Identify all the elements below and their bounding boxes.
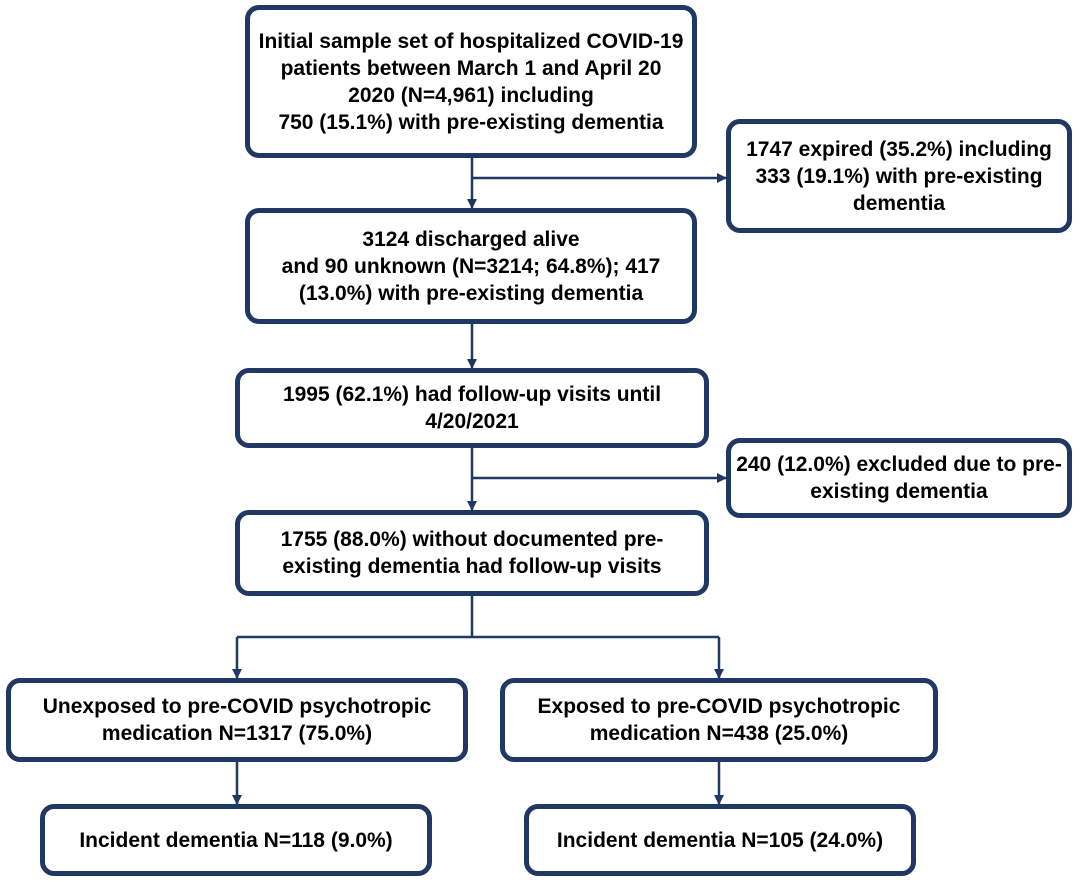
unexposed-box: Unexposed to pre-COVID psychotropic medi…: [6, 678, 468, 762]
discharged-line-2: and 90 unknown (N=3214; 64.8%); 417: [281, 254, 661, 278]
incident-exposed-line-1: Incident dementia N=105 (24.0%): [556, 828, 884, 852]
incident-unexposed-line-1: Incident dementia N=118 (9.0%): [79, 828, 393, 852]
followup-box: 1995 (62.1%) had follow-up visits until …: [235, 368, 709, 448]
without-dementia-box: 1755 (88.0%) without documented pre- exi…: [235, 510, 709, 596]
expired-line-2: 333 (19.1%) with pre-existing: [755, 164, 1043, 188]
excluded-line-1: 240 (12.0%) excluded due to pre-: [736, 453, 1062, 476]
exposed-line-2: medication N=438 (25.0%): [589, 722, 849, 745]
expired-line-1: 1747 expired (35.2%) including: [746, 137, 1052, 161]
followup-line-2: 4/20/2021: [425, 410, 519, 433]
excluded-box: 240 (12.0%) excluded due to pre- existin…: [726, 438, 1072, 518]
incident-exposed-box: Incident dementia N=105 (24.0%): [524, 804, 916, 876]
initial-sample-line-4: 750 (15.1%) with pre-existing dementia: [278, 110, 664, 134]
exposed-line-1: Exposed to pre-COVID psychotropic: [537, 695, 901, 718]
expired-line-3: dementia: [852, 191, 946, 215]
initial-sample-line-2: patients between March 1 and April 20: [280, 56, 662, 80]
without-dementia-line-2: existing dementia had follow-up visits: [282, 555, 662, 578]
unexposed-line-1: Unexposed to pre-COVID psychotropic: [42, 695, 432, 718]
initial-sample-line-1: Initial sample set of hospitalized COVID…: [258, 29, 684, 53]
followup-line-1: 1995 (62.1%) had follow-up visits until: [282, 383, 662, 406]
discharged-box: 3124 discharged alive and 90 unknown (N=…: [245, 208, 697, 324]
expired-box: 1747 expired (35.2%) including 333 (19.1…: [726, 119, 1072, 233]
incident-unexposed-box: Incident dementia N=118 (9.0%): [40, 804, 432, 876]
unexposed-line-2: medication N=1317 (75.0%): [101, 722, 373, 745]
discharged-line-1: 3124 discharged alive: [362, 227, 580, 251]
initial-sample-line-3: 2020 (N=4,961) including: [348, 83, 594, 107]
excluded-line-2: existing dementia: [810, 480, 988, 503]
exposed-box: Exposed to pre-COVID psychotropic medica…: [500, 678, 938, 762]
without-dementia-line-1: 1755 (88.0%) without documented pre-: [280, 528, 664, 551]
initial-sample-box: Initial sample set of hospitalized COVID…: [245, 5, 697, 158]
discharged-line-3: (13.0%) with pre-existing dementia: [298, 281, 644, 305]
